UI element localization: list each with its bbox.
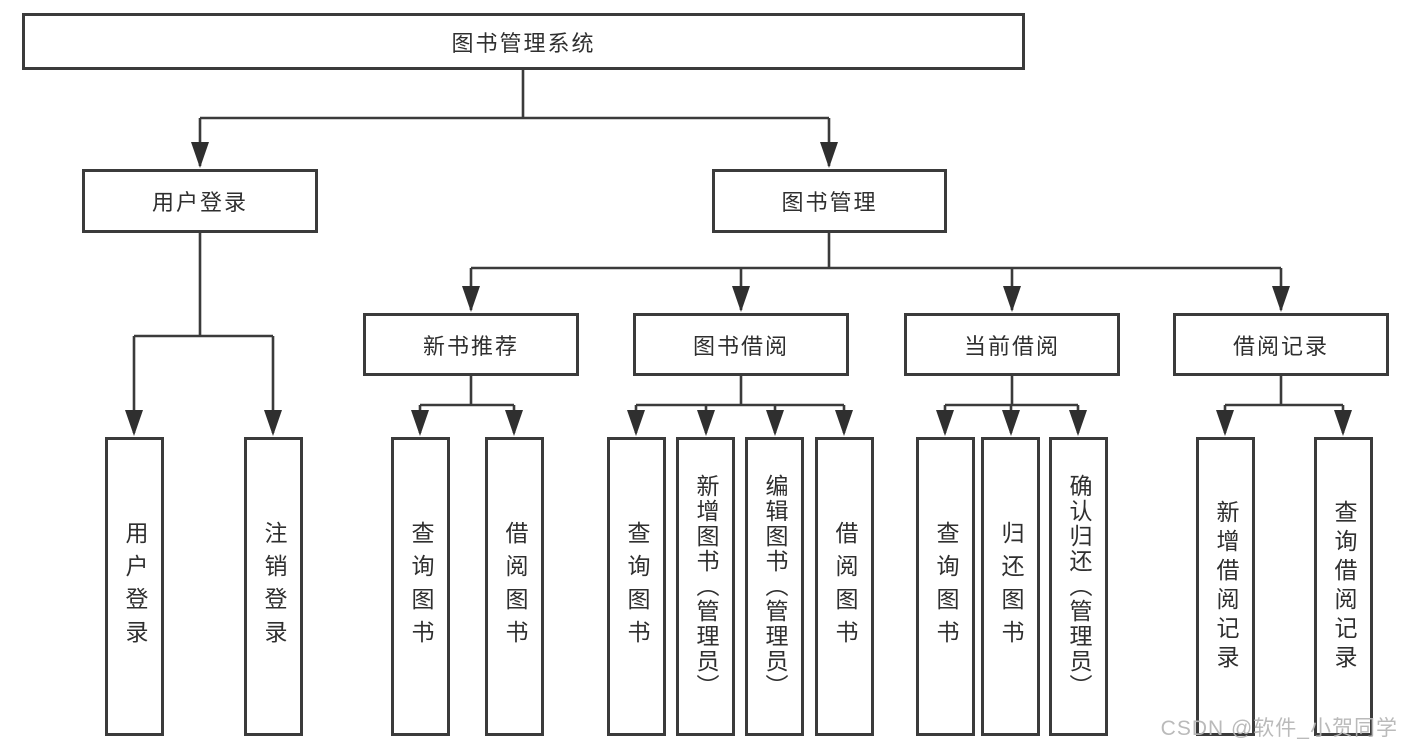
node-label: 查询借阅记录: [1331, 499, 1357, 674]
node-label: 归还图书: [998, 520, 1024, 653]
node-leaf-borrow-books-recommend: 借阅图书: [485, 437, 544, 736]
node-book-management: 图书管理: [712, 169, 947, 233]
node-leaf-edit-books-admin: 编辑图书（管理员）: [745, 437, 804, 736]
node-leaf-user-login: 用户登录: [105, 437, 164, 736]
connector-borrowing-records-to-leaves: [1223, 376, 1345, 433]
node-current-borrowing: 当前借阅: [904, 313, 1120, 376]
node-label: 新书推荐: [422, 333, 519, 359]
node-leaf-return-books: 归还图书: [981, 437, 1040, 736]
node-label: 查询图书: [408, 520, 434, 653]
node-label: 编辑图书（管理员）: [762, 474, 788, 699]
connector-new-book-recommendation-to-leaves: [418, 376, 516, 433]
node-user-login: 用户登录: [82, 169, 318, 233]
node-label: 图书管理: [781, 190, 878, 215]
node-label: 图书管理系统: [451, 30, 596, 56]
node-book-borrowing: 图书借阅: [633, 313, 849, 376]
node-leaf-search-books-recommend: 查询图书: [391, 437, 450, 736]
node-leaf-search-books-current: 查询图书: [916, 437, 975, 736]
node-label: 查询图书: [624, 520, 650, 653]
node-leaf-confirm-return-admin: 确认归还（管理员）: [1049, 437, 1108, 736]
connector-user-login-to-leaves: [132, 233, 275, 433]
node-label: 新增借阅记录: [1213, 499, 1239, 674]
connector-book-management-to-level3: [469, 233, 1283, 310]
node-label: 当前借阅: [963, 333, 1060, 359]
node-label: 注销登录: [261, 520, 287, 653]
node-leaf-add-borrow-record: 新增借阅记录: [1196, 437, 1255, 736]
node-leaf-borrow-books: 借阅图书: [815, 437, 874, 736]
connector-book-borrowing-to-leaves: [634, 376, 846, 433]
node-label: 借阅图书: [502, 520, 528, 653]
node-label: 借阅记录: [1232, 333, 1329, 359]
node-label: 图书借阅: [692, 333, 789, 359]
node-new-book-recommendation: 新书推荐: [363, 313, 579, 376]
node-label: 借阅图书: [832, 520, 858, 653]
node-label: 用户登录: [151, 190, 248, 215]
node-label: 新增图书（管理员）: [693, 474, 719, 699]
node-label: 查询图书: [933, 520, 959, 653]
connector-root-to-level2: [198, 70, 831, 166]
node-leaf-logout: 注销登录: [244, 437, 303, 736]
node-label: 用户登录: [122, 520, 148, 653]
node-borrowing-records: 借阅记录: [1173, 313, 1389, 376]
node-leaf-search-borrow-record: 查询借阅记录: [1314, 437, 1373, 736]
csdn-watermark: CSDN @软件_小贺同学: [1160, 717, 1398, 740]
node-leaf-add-books-admin: 新增图书（管理员）: [676, 437, 735, 736]
node-label: 确认归还（管理员）: [1066, 474, 1092, 699]
node-library-management-system: 图书管理系统: [22, 13, 1025, 70]
connector-current-borrowing-to-leaves: [943, 376, 1080, 433]
node-leaf-search-books-borrowing: 查询图书: [607, 437, 666, 736]
